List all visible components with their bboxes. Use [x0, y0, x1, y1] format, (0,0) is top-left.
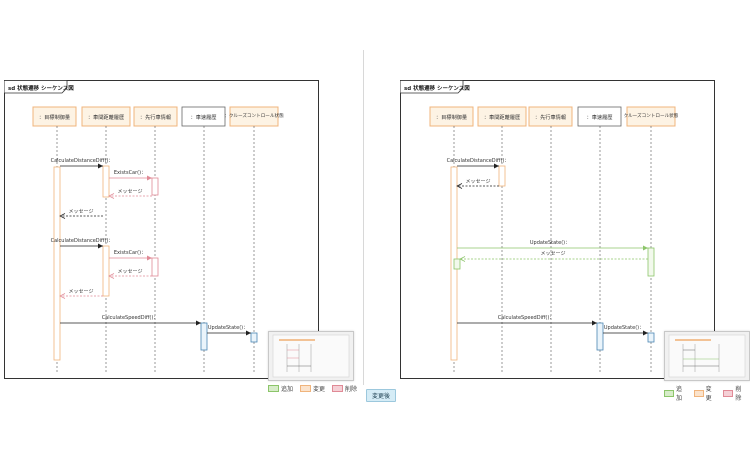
before-lifeline-4-label: ：車速履歴 [191, 113, 217, 121]
before-message-7[interactable]: メッセージ [108, 269, 152, 279]
before-message-2-label: ExistsCar()： [114, 170, 146, 176]
before-message-10[interactable]: UpdateState()： [207, 325, 251, 336]
after-frame-title: sd 状態遷移 シーケンス図 [404, 84, 470, 92]
before-activation-6 [200, 322, 208, 351]
after-message-3[interactable]: UpdateState()： [457, 240, 648, 251]
after-activation-3 [647, 247, 655, 277]
after-message-2-label: メッセージ [466, 179, 491, 185]
after-activation-6 [647, 332, 655, 343]
before-activation-3 [151, 177, 159, 196]
after-activation-4 [453, 258, 461, 270]
before-message-10-label: UpdateState()： [208, 325, 248, 331]
after-activation-5 [596, 322, 604, 351]
after-legend: 追加 変更 削除 [664, 384, 750, 402]
after-message-1-label: CalculateDistanceDiff()： [447, 158, 510, 164]
after-message-6[interactable]: UpdateState()： [603, 325, 648, 336]
legend-deleted: 削除 [332, 384, 357, 393]
before-message-3[interactable]: メッセージ [108, 189, 152, 199]
after-lifeline-2-label: ：車間距離履歴 [484, 113, 520, 121]
after-lifeline-4-label: ：車速履歴 [587, 113, 613, 121]
before-activation-7 [250, 332, 258, 343]
before-message-8[interactable]: メッセージ [59, 289, 103, 299]
before-diagram: sd 状態遷移 シーケンス図 ：目標制御量 ：車間距離履歴 ：先行車情報 ：車速… [4, 80, 319, 379]
before-lifeline-4[interactable]: ：車速履歴 [181, 106, 226, 127]
legend-added-after: 追加 [664, 384, 687, 402]
after-lifeline-1-label: ：目標制御量 [436, 113, 467, 121]
before-message-2[interactable]: ExistsCar()： [109, 170, 152, 181]
after-lifeline-5-label: クルーズコントロール状態 [624, 112, 679, 119]
before-minimap[interactable] [268, 331, 354, 381]
before-message-3-label: メッセージ [118, 189, 143, 195]
after-message-5-label: CalculateSpeedDiff()： [498, 315, 555, 321]
after-lifeline-4[interactable]: ：車速履歴 [577, 106, 622, 127]
before-lifeline-1-label: ：目標制御量 [39, 113, 70, 121]
after-diagram: sd 状態遷移 シーケンス図 ：目標制御量 ：車間距離履歴 ：先行車情報 ：車速… [400, 80, 715, 379]
before-message-6[interactable]: ExistsCar()： [109, 250, 152, 261]
before-message-9[interactable]: CalculateSpeedDiff()： [60, 315, 201, 326]
after-message-1[interactable]: CalculateDistanceDiff()： [447, 158, 510, 169]
legend-deleted-after: 削除 [723, 384, 746, 402]
before-lifeline-3-label: ：先行車情報 [140, 113, 172, 121]
before-activation-1 [53, 166, 61, 361]
before-lifeline-3[interactable]: ：先行車情報 [133, 106, 178, 127]
after-lifeline-3[interactable]: ：先行車情報 [528, 106, 573, 127]
legend-changed: 変更 [300, 384, 325, 393]
before-message-8-label: メッセージ [69, 289, 94, 295]
legend-added: 追加 [268, 384, 293, 393]
legend-changed-after: 変更 [693, 384, 717, 402]
after-message-4[interactable]: メッセージ [459, 251, 648, 262]
after-message-5[interactable]: CalculateSpeedDiff()： [457, 315, 597, 326]
before-lifeline-2-label: ：車間距離履歴 [88, 113, 124, 121]
before-activation-5 [151, 257, 159, 277]
before-activation-4 [102, 245, 110, 297]
after-message-6-label: UpdateState()： [604, 325, 644, 331]
after-lifeline-1[interactable]: ：目標制御量 [429, 106, 474, 127]
after-activation-2 [498, 165, 506, 187]
before-minimap-preview [272, 334, 350, 378]
after-lifeline-5[interactable]: クルーズコントロール状態 [624, 106, 679, 127]
before-message-4-label: メッセージ [69, 209, 94, 215]
before-frame-tab [4, 80, 68, 94]
before-message-4[interactable]: メッセージ [59, 209, 103, 219]
before-lifeline-2[interactable]: ：車間距離履歴 [81, 106, 131, 127]
after-lifeline-2[interactable]: ：車間距離履歴 [477, 106, 527, 127]
before-message-1-label: CalculateDistanceDiff()： [51, 158, 114, 164]
before-message-9-label: CalculateSpeedDiff()： [102, 315, 159, 321]
after-tab[interactable]: 変更後 [366, 389, 396, 402]
before-message-5-label: CalculateDistanceDiff()： [51, 238, 114, 244]
after-minimap[interactable] [664, 331, 750, 381]
after-frame-tab [400, 80, 464, 94]
after-message-3-label: UpdateState()： [530, 240, 570, 246]
after-message-2[interactable]: メッセージ [456, 179, 499, 189]
before-legend: 追加 変更 削除 [268, 384, 361, 393]
before-frame-title: sd 状態遷移 シーケンス図 [8, 84, 74, 92]
before-activation-2 [102, 165, 110, 198]
before-message-1[interactable]: CalculateDistanceDiff()： [51, 158, 114, 169]
before-message-6-label: ExistsCar()： [114, 250, 146, 256]
after-minimap-preview [668, 334, 746, 378]
after-lifeline-3-label: ：先行車情報 [535, 113, 567, 121]
panel-divider[interactable] [363, 50, 364, 385]
after-message-4-label: メッセージ [541, 251, 566, 257]
before-message-7-label: メッセージ [118, 269, 143, 275]
before-message-5[interactable]: CalculateDistanceDiff()： [51, 238, 114, 249]
before-lifeline-5-label: ：クルーズコントロール状態 [224, 112, 284, 119]
before-lifeline-5[interactable]: ：クルーズコントロール状態 [224, 106, 284, 127]
before-lifeline-1[interactable]: ：目標制御量 [32, 106, 77, 127]
